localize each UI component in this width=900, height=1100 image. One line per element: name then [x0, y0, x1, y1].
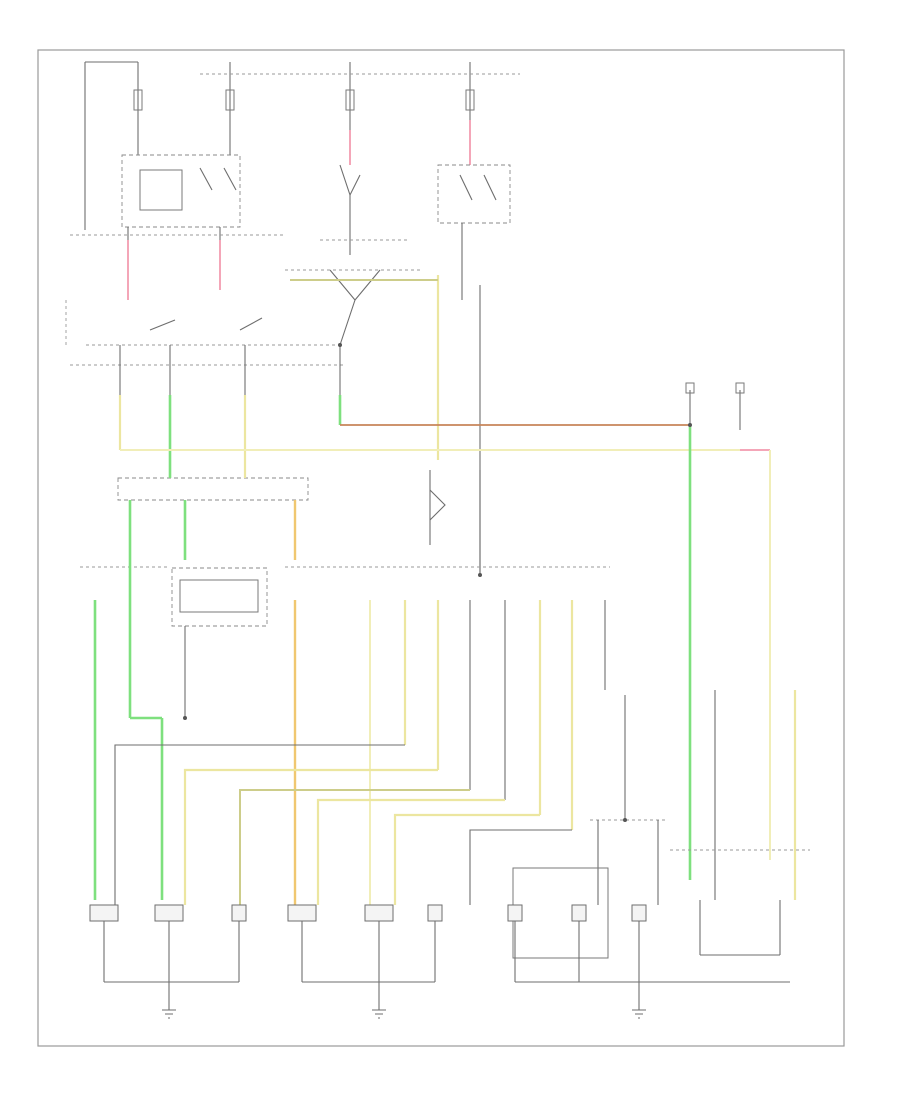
lamp-group-left: [89, 904, 247, 1019]
lamp-group-right: [507, 900, 790, 1019]
relay-block-left: [70, 154, 285, 240]
switch-module: [171, 567, 268, 627]
switch-block-middle: [320, 164, 410, 346]
switch-contacts: [119, 317, 341, 420]
relay-block-right: [437, 164, 511, 575]
connector-middle: [117, 477, 309, 501]
center-relay: [429, 470, 481, 575]
diagram-frame: [37, 49, 845, 1047]
power-source-section: [84, 61, 520, 300]
lamp-group-center: [287, 904, 443, 1019]
